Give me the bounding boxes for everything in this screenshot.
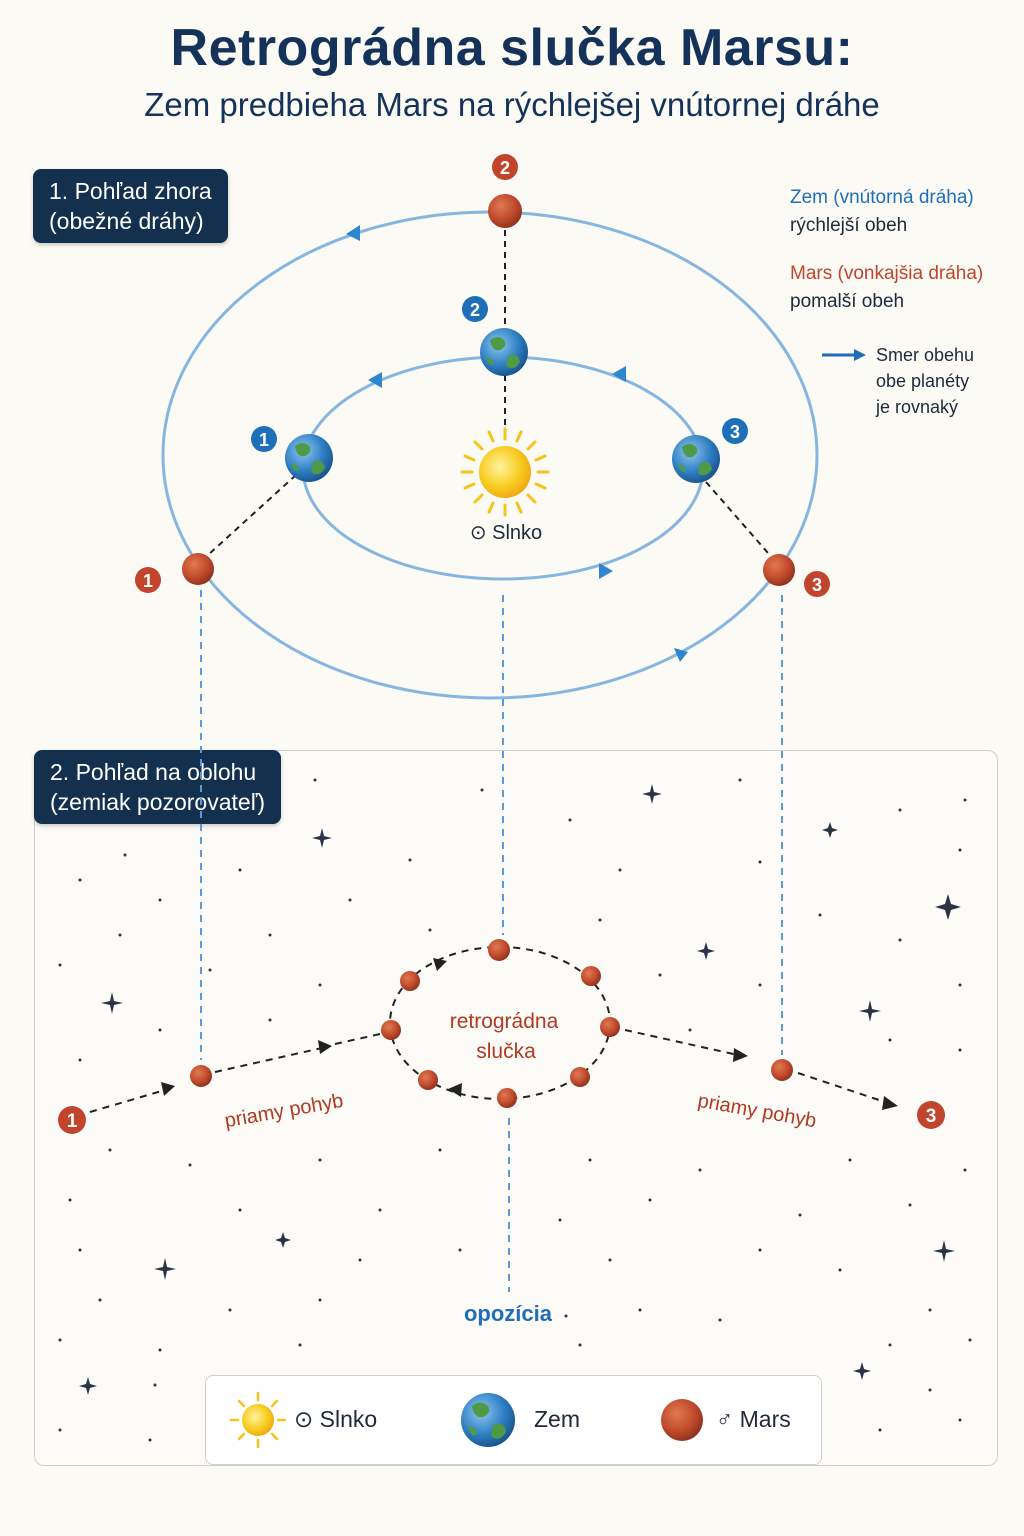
- mars-marker-3: 3: [804, 571, 830, 597]
- star-field: [58, 778, 972, 1442]
- earth-icon: [480, 328, 528, 376]
- star-icon: [822, 822, 838, 838]
- opposition-label: opozícia: [464, 1301, 553, 1326]
- orbit-arrow: [346, 225, 360, 241]
- top-panel-label: 1. Pohľad zhora (obežné dráhy): [33, 169, 228, 243]
- star-icon: [697, 942, 715, 960]
- mars-icon: [600, 1017, 620, 1037]
- earth-icon: [672, 435, 720, 483]
- orbit-arrow: [674, 648, 688, 662]
- star-icon: [859, 1000, 881, 1022]
- mars-icon: [400, 971, 420, 991]
- star-icon: [101, 992, 123, 1014]
- sun-icon: [460, 427, 550, 517]
- legend-earth-title: Zem (vnútorná dráha): [790, 187, 974, 208]
- mars-icon: [570, 1067, 590, 1087]
- orbit-arrow: [599, 563, 613, 579]
- mars-icon: [763, 554, 795, 586]
- earth-icon: [285, 434, 333, 482]
- loop-label-line1: retrográdna: [450, 1010, 559, 1033]
- sky-mars-positions: [190, 939, 793, 1108]
- star-icon: [312, 828, 332, 848]
- earth-marker-2: 2: [462, 296, 488, 322]
- legend-direction-line3: je rovnaký: [876, 397, 959, 417]
- mars-icon: [771, 1059, 793, 1081]
- arrow-right-icon: [822, 349, 866, 361]
- mars-icon: [497, 1088, 517, 1108]
- star-icon: [275, 1232, 291, 1248]
- svg-text:3: 3: [926, 1106, 937, 1127]
- sun-icon: [229, 1391, 287, 1449]
- mars-marker-1: 1: [135, 567, 161, 593]
- legend-mars: Mars (vonkajšia dráha) pomalší obeh: [790, 260, 983, 316]
- top-panel-label-line2: (obežné dráhy): [49, 208, 204, 234]
- star-icon: [853, 1362, 871, 1380]
- mars-marker-2: 2: [492, 154, 518, 180]
- earth-icon: [461, 1393, 515, 1447]
- sky-marker-3: 3: [917, 1101, 945, 1129]
- mars-icon: [381, 1020, 401, 1040]
- page-subtitle: Zem predbieha Mars na rýchlejšej vnútorn…: [144, 86, 880, 123]
- sight-line-3: [705, 481, 769, 554]
- mars-icon: [581, 966, 601, 986]
- star-icon: [642, 784, 662, 804]
- sight-line-1: [207, 474, 297, 556]
- star-icon: [79, 1377, 97, 1395]
- legend-direction: Smer obehu obe planéty je rovnaký: [876, 342, 974, 420]
- mars-icon: [661, 1399, 703, 1441]
- sky-panel: [34, 750, 998, 1466]
- sky-panel-label-line2: (zemiak pozorovateľ): [50, 789, 266, 815]
- star-icon: [154, 1258, 176, 1280]
- svg-text:3: 3: [812, 575, 822, 595]
- svg-text:2: 2: [500, 158, 510, 178]
- svg-text:1: 1: [259, 430, 269, 450]
- legend-mars-label: ♂ Mars: [716, 1406, 791, 1432]
- mars-icon: [418, 1070, 438, 1090]
- legend-earth: Zem (vnútorná dráha) rýchlejší obeh: [790, 184, 974, 240]
- star-icon: [933, 1240, 955, 1262]
- legend-mars-title: Mars (vonkajšia dráha): [790, 263, 984, 284]
- bottom-legend: ⊙ Slnko Zem ♂ Mars: [205, 1375, 822, 1465]
- sky-marker-1: 1: [58, 1106, 86, 1134]
- svg-text:1: 1: [143, 571, 153, 591]
- sky-panel-label-line1: 2. Pohľad na oblohu: [50, 759, 257, 785]
- orbit-arrow: [612, 366, 626, 382]
- svg-text:3: 3: [730, 422, 740, 442]
- orbit-arrow: [368, 372, 382, 388]
- legend-mars-desc: pomalší obeh: [790, 291, 905, 312]
- legend-direction-line2: obe planéty: [876, 371, 970, 391]
- top-panel-label-line1: 1. Pohľad zhora: [49, 178, 212, 204]
- loop-label-line2: slučka: [476, 1040, 536, 1063]
- mars-icon: [190, 1065, 212, 1087]
- earth-marker-1: 1: [251, 426, 277, 452]
- direct-motion-right: priamy pohyb: [696, 1090, 818, 1133]
- page-title: Retrográdna slučka Marsu:: [170, 19, 854, 77]
- sky-panel-label: 2. Pohľad na oblohu (zemiak pozorovateľ): [34, 750, 282, 824]
- legend-earth-desc: rýchlejší obeh: [790, 215, 908, 236]
- svg-text:2: 2: [470, 300, 480, 320]
- mars-icon: [488, 194, 522, 228]
- sky-path-arrows: [161, 958, 898, 1110]
- legend-earth-label: Zem: [534, 1406, 580, 1432]
- direct-motion-left: priamy pohyb: [223, 1090, 345, 1133]
- sun-label: ⊙ Slnko: [470, 522, 542, 544]
- mars-icon: [182, 553, 214, 585]
- mars-icon: [488, 939, 510, 961]
- svg-text:1: 1: [67, 1111, 78, 1132]
- legend-direction-line1: Smer obehu: [876, 345, 975, 365]
- star-icon: [935, 894, 961, 920]
- earth-marker-3: 3: [722, 418, 748, 444]
- legend-sun-label: ⊙ Slnko: [294, 1406, 378, 1432]
